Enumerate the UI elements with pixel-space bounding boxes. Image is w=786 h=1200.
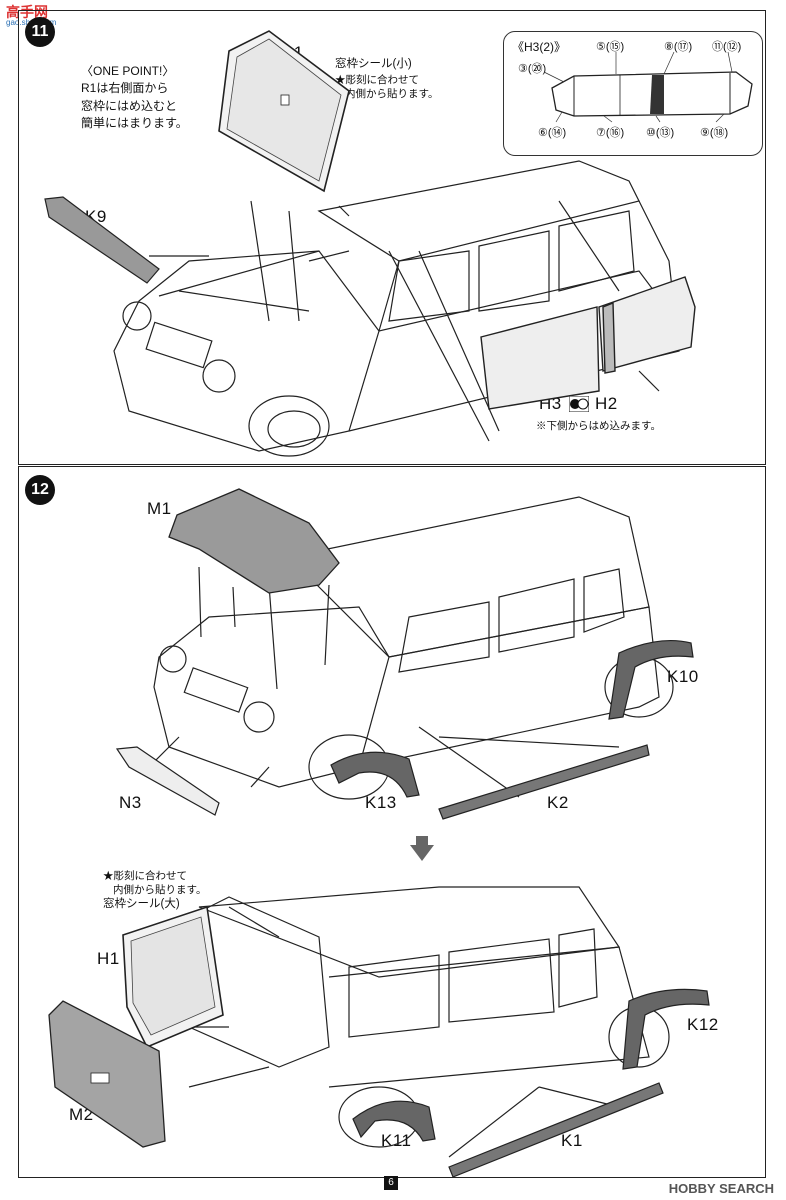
inset-label-11-12: ⑪(⑫) xyxy=(712,41,742,53)
one-point-title: 〈ONE POINT!〉 xyxy=(81,64,175,78)
inset-label-3-20: ③(⑳) xyxy=(518,63,547,75)
small-seal-note: 窓枠シール(小) ★彫刻に合わせて 内側から貼ります。 xyxy=(335,57,438,101)
h3-detail-inset: 《H3(2)》 ③(⑳) ⑤(⑮) ⑧(⑰) ⑪(⑫) ⑥(⑭) ⑦(⑯) ⑩(… xyxy=(503,31,763,156)
part-label-h1: H1 xyxy=(97,949,120,968)
part-label-k10: K10 xyxy=(667,667,699,686)
large-seal-line1: ★彫刻に合わせて xyxy=(103,870,187,882)
watermark-top-logo: 高手网 xyxy=(6,4,48,20)
large-seal-note: ★彫刻に合わせて 内側から貼ります。 窓枠シール(大) xyxy=(103,869,206,913)
h3-h2-note: ※下側からはめ込みます。 xyxy=(536,420,661,432)
part-label-m2: M2 xyxy=(69,1105,94,1124)
inset-label-10-13: ⑩(⑬) xyxy=(646,127,675,139)
small-seal-line2: 内側から貼ります。 xyxy=(345,87,439,100)
step-12-car-illustrations xyxy=(48,488,710,1178)
h3-window-strip-icon xyxy=(543,51,753,123)
one-point-line1: R1は右側面から xyxy=(81,81,169,96)
small-seal-line1: ★彫刻に合わせて xyxy=(335,73,419,86)
inset-label-9-18: ⑨(⑱) xyxy=(700,127,729,139)
part-label-m1: M1 xyxy=(147,499,172,518)
page-number: 6 xyxy=(384,1176,398,1190)
down-arrow-icon xyxy=(410,845,434,861)
inset-label-5-15: ⑤(⑮) xyxy=(596,41,625,53)
part-label-k11: K11 xyxy=(381,1131,412,1150)
mirror-icon xyxy=(568,395,590,413)
step-11-car-illustration xyxy=(44,30,696,457)
step-11-number: 11 xyxy=(25,17,55,47)
part-label-k2: K2 xyxy=(547,793,569,812)
inset-label-8-17: ⑧(⑰) xyxy=(664,41,693,53)
step-12-panel: 12 M1 N3 K13 K2 K10 ★彫刻に合わせて 内側から貼ります。 窓… xyxy=(18,466,766,1178)
step-12-number: 12 xyxy=(25,475,55,505)
down-arrow-stem xyxy=(416,836,428,846)
step-11-panel: 11 〈ONE POINT!〉 R1は右側面から 窓枠にはめ込むと 簡単にはまり… xyxy=(18,10,766,465)
inset-label-6-14: ⑥(⑭) xyxy=(538,127,567,139)
watermark-bottom-logo: HOBBY SEARCH xyxy=(668,1181,774,1196)
part-label-h2: H2 xyxy=(595,394,618,413)
large-seal-title: 窓枠シール(大) xyxy=(103,898,180,911)
one-point-line3: 簡単にはまります。 xyxy=(81,116,188,131)
inset-title: 《H3(2)》 xyxy=(512,40,567,54)
one-point-line2: 窓枠にはめ込むと xyxy=(81,98,178,113)
part-label-n3: N3 xyxy=(119,793,142,812)
part-label-k12: K12 xyxy=(687,1015,719,1034)
small-seal-title: 窓枠シール(小) xyxy=(335,58,412,70)
large-seal-line2: 内側から貼ります。 xyxy=(113,884,207,897)
inset-label-7-16: ⑦(⑯) xyxy=(596,127,625,139)
one-point-note: 〈ONE POINT!〉 R1は右側面から 窓枠にはめ込むと 簡単にはまります。 xyxy=(81,63,188,133)
part-label-k1: K1 xyxy=(561,1131,583,1150)
part-label-k13: K13 xyxy=(365,793,397,812)
